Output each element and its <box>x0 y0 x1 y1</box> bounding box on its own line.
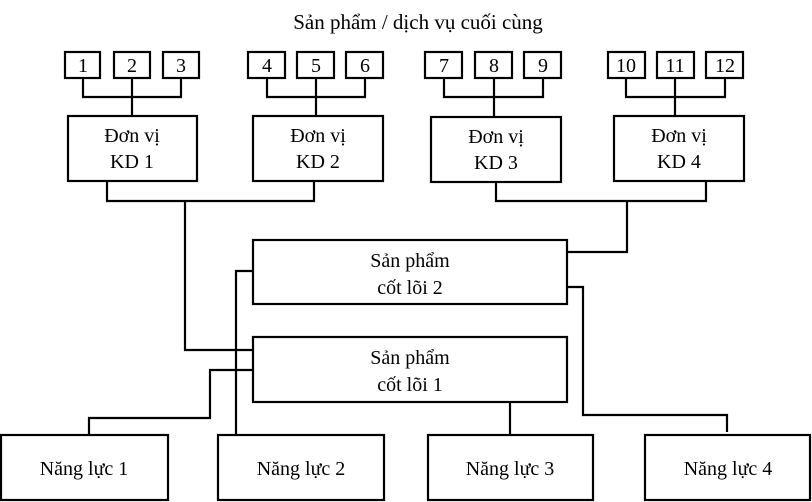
core-products: Sản phẩm cốt lõi 2 Sản phẩm cốt lõi 1 <box>251 238 569 404</box>
connector-kd34-core2 <box>494 181 708 254</box>
core-product-box-1: Sản phẩm cốt lõi 1 <box>251 335 569 404</box>
svg-text:cốt lõi 2: cốt lõi 2 <box>377 277 443 299</box>
end-product-box: 5 <box>295 50 336 80</box>
connector-products-kd1 <box>81 78 183 116</box>
svg-text:KD 3: KD 3 <box>474 152 518 174</box>
svg-text:Sản phẩm: Sản phẩm <box>370 347 450 369</box>
end-product-box: 1 <box>63 50 102 80</box>
business-unit-box-2: Đơn vị KD 2 <box>251 114 385 183</box>
end-product-box: 7 <box>423 50 464 80</box>
end-product-box: 6 <box>344 50 385 80</box>
svg-text:11: 11 <box>665 55 684 77</box>
connector-products-kd2 <box>265 78 367 116</box>
svg-text:KD 2: KD 2 <box>296 151 340 173</box>
competency-box-2: Năng lực 2 <box>216 433 386 502</box>
competency-box-4: Năng lực 4 <box>643 433 812 502</box>
end-product-box: 4 <box>246 50 287 80</box>
svg-text:Năng lực 1: Năng lực 1 <box>40 458 129 480</box>
svg-text:Đơn vị: Đơn vị <box>468 126 524 148</box>
svg-text:Năng lực 4: Năng lực 4 <box>684 458 773 480</box>
connector-products-kd3 <box>442 78 545 116</box>
svg-text:Đơn vị: Đơn vị <box>290 125 346 147</box>
end-product-box: 11 <box>655 50 696 80</box>
competencies: Năng lực 1 Năng lực 2 Năng lực 3 Năng lự… <box>0 433 812 502</box>
diagram-title: Sản phẩm / dịch vụ cuối cùng <box>293 10 543 34</box>
svg-text:Đơn vị: Đơn vị <box>651 125 707 147</box>
end-product-box: 8 <box>473 50 514 80</box>
svg-text:1: 1 <box>78 55 88 77</box>
svg-text:6: 6 <box>360 55 370 77</box>
svg-text:Năng lực 3: Năng lực 3 <box>466 458 555 480</box>
svg-text:8: 8 <box>489 55 499 77</box>
end-product-box: 12 <box>704 50 745 80</box>
svg-text:12: 12 <box>715 55 735 77</box>
svg-text:4: 4 <box>262 55 272 77</box>
competency-box-3: Năng lực 3 <box>426 433 595 502</box>
end-product-box: 2 <box>112 50 152 80</box>
business-units: Đơn vị KD 1 Đơn vị KD 2 Đơn vị KD 3 Đơn … <box>66 114 746 184</box>
business-unit-box-1: Đơn vị KD 1 <box>66 114 199 183</box>
svg-text:Năng lực 2: Năng lực 2 <box>257 458 346 480</box>
connector-kd12-core1 <box>105 181 316 352</box>
svg-text:3: 3 <box>176 55 186 77</box>
svg-text:KD 4: KD 4 <box>657 151 701 173</box>
end-product-box: 9 <box>522 50 563 80</box>
svg-text:2: 2 <box>127 55 137 77</box>
core-product-box-2: Sản phẩm cốt lõi 2 <box>251 238 569 306</box>
svg-text:Sản phẩm: Sản phẩm <box>370 250 450 272</box>
svg-text:Đơn vị: Đơn vị <box>104 125 160 147</box>
business-unit-box-3: Đơn vị KD 3 <box>429 115 563 184</box>
svg-text:5: 5 <box>311 55 321 77</box>
svg-text:10: 10 <box>616 55 636 77</box>
svg-text:KD 1: KD 1 <box>110 151 154 173</box>
end-product-box: 10 <box>606 50 647 80</box>
connector-products-kd4 <box>624 78 727 116</box>
connectors <box>81 78 729 435</box>
competency-box-1: Năng lực 1 <box>0 433 170 502</box>
connector-core1-competency1 <box>87 368 253 435</box>
svg-text:7: 7 <box>439 55 449 77</box>
business-unit-box-4: Đơn vị KD 4 <box>612 114 746 183</box>
connector-core2-competency4 <box>567 285 729 432</box>
svg-text:cốt lõi 1: cốt lõi 1 <box>377 374 443 396</box>
svg-text:9: 9 <box>538 55 548 77</box>
connector-core2-competency2 <box>234 269 253 435</box>
end-products: 1 2 3 4 5 6 7 8 9 10 11 12 <box>63 50 745 80</box>
end-product-box: 3 <box>161 50 201 80</box>
